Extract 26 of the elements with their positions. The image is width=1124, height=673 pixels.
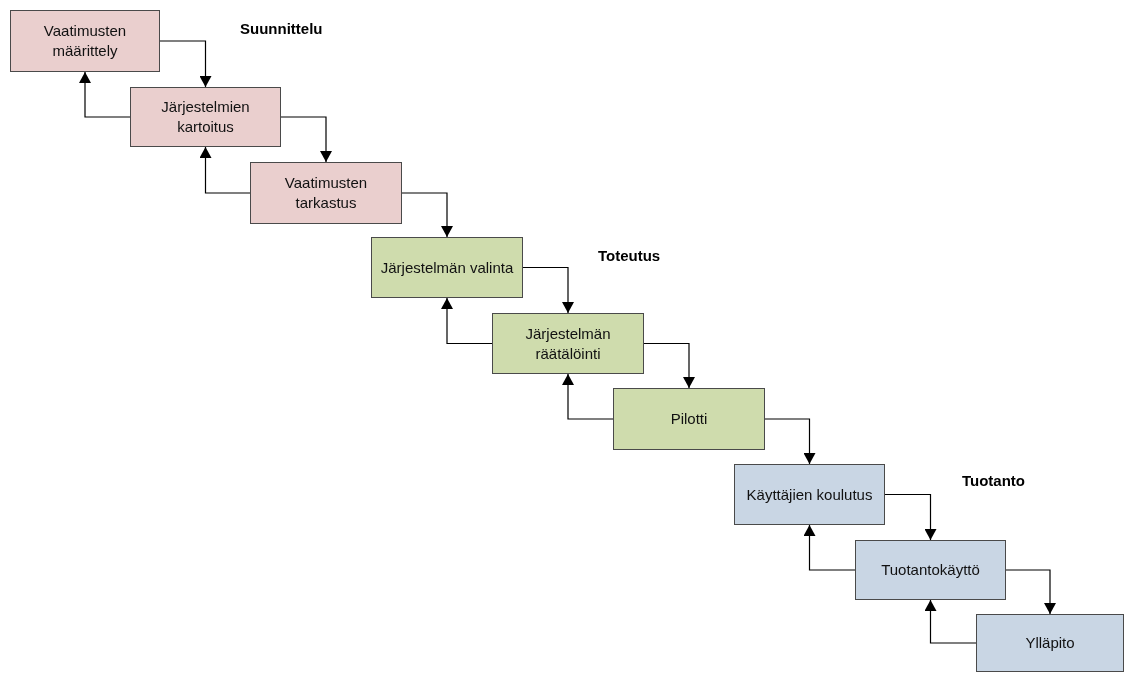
process-box: Pilotti — [613, 388, 765, 450]
arrow — [401, 192, 453, 238]
process-box: Järjestelmän valinta — [371, 237, 523, 298]
phase-label: Suunnittelu — [240, 19, 323, 39]
arrow — [159, 40, 212, 88]
arrow — [79, 71, 131, 118]
arrow — [764, 418, 816, 465]
process-box: Vaatimusten määrittely — [10, 10, 160, 72]
arrow — [924, 599, 977, 644]
phase-label: Tuotanto — [962, 471, 1026, 491]
arrow — [562, 373, 614, 420]
arrow — [280, 116, 332, 163]
arrow — [522, 266, 574, 314]
process-box: Käyttäjien koulutus — [734, 464, 885, 525]
process-box: Tuotantokäyttö — [855, 540, 1006, 600]
arrow — [441, 297, 493, 345]
arrow — [1005, 569, 1056, 615]
arrow — [643, 342, 695, 389]
process-box: Ylläpito — [976, 614, 1124, 672]
process-box: Järjestelmien kartoitus — [130, 87, 281, 147]
arrow — [199, 146, 251, 194]
arrow — [803, 524, 856, 571]
process-box: Järjestelmän räätälöinti — [492, 313, 644, 374]
process-box: Vaatimusten tarkastus — [250, 162, 402, 224]
arrow — [884, 493, 937, 541]
phase-label: Toteutus — [598, 246, 661, 266]
